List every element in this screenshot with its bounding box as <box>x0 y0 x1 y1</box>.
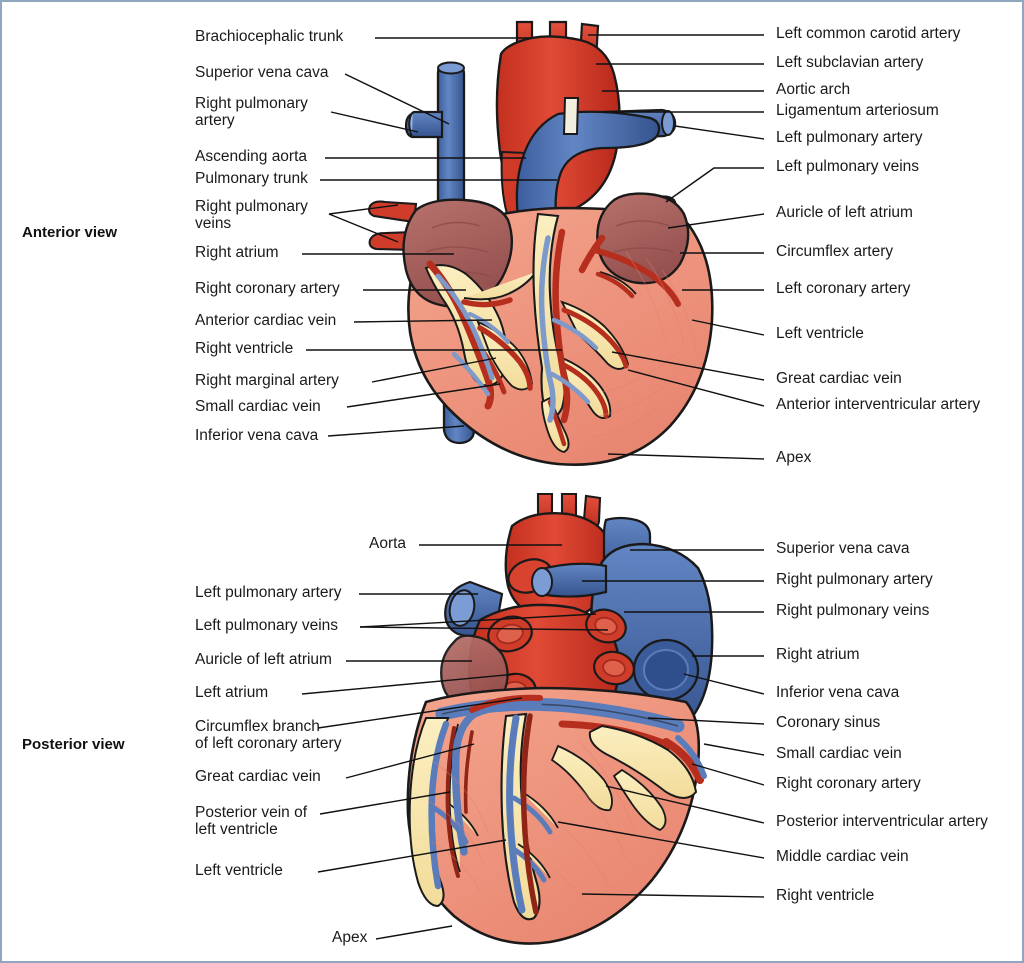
label-inferior-vena-cava: Inferior vena cava <box>195 427 319 444</box>
label-right-coronary-artery-post: Right coronary artery <box>776 775 921 792</box>
label-superior-vena-cava-post: Superior vena cava <box>776 540 910 557</box>
anterior-left-leaders <box>302 37 562 437</box>
label-right-ventricle: Right ventricle <box>195 340 294 357</box>
label-left-subclavian-artery: Left subclavian artery <box>776 54 924 71</box>
label-aorta: Aorta <box>369 535 407 552</box>
posterior-view-title: Posterior view <box>22 736 125 753</box>
label-coronary-sinus: Coronary sinus <box>776 714 881 731</box>
label-superior-vena-cava: Superior vena cava <box>195 64 329 81</box>
label-posterior-vein-left-ventricle: Posterior vein of left ventricle <box>195 804 307 838</box>
label-middle-cardiac-vein: Middle cardiac vein <box>776 848 909 865</box>
label-anterior-cardiac-vein: Anterior cardiac vein <box>195 312 337 329</box>
label-anterior-interventricular-artery: Anterior interventricular artery <box>776 396 981 413</box>
posterior-left-leaders <box>301 544 609 940</box>
label-ascending-aorta: Ascending aorta <box>195 148 308 165</box>
label-left-atrium: Left atrium <box>195 684 269 701</box>
label-circumflex-artery: Circumflex artery <box>776 243 894 260</box>
label-right-atrium: Right atrium <box>195 244 279 261</box>
label-right-pulmonary-veins-post: Right pulmonary veins <box>776 602 930 619</box>
label-apex-posterior: Apex <box>332 929 368 946</box>
posterior-right-leaders <box>557 549 765 898</box>
label-right-coronary-artery: Right coronary artery <box>195 280 340 297</box>
label-right-pulmonary-veins: Right pulmonary veins <box>195 198 308 232</box>
label-apex-anterior: Apex <box>776 449 812 466</box>
label-right-atrium-post: Right atrium <box>776 646 860 663</box>
label-ligamentum-arteriosum: Ligamentum arteriosum <box>776 102 939 119</box>
label-small-cardiac-vein-post: Small cardiac vein <box>776 745 902 762</box>
anterior-view-title: Anterior view <box>22 224 118 241</box>
label-inferior-vena-cava-post: Inferior vena cava <box>776 684 900 701</box>
label-pulmonary-trunk: Pulmonary trunk <box>195 170 308 187</box>
label-right-pulmonary-artery-post: Right pulmonary artery <box>776 571 933 588</box>
label-left-pulmonary-artery-post: Left pulmonary artery <box>195 584 342 601</box>
label-left-ventricle: Left ventricle <box>776 325 864 342</box>
label-brachiocephalic-trunk: Brachiocephalic trunk <box>195 28 344 45</box>
label-auricle-of-left-atrium-post: Auricle of left atrium <box>195 651 332 668</box>
label-left-pulmonary-artery: Left pulmonary artery <box>776 129 923 146</box>
anterior-heart-art <box>368 20 714 466</box>
label-small-cardiac-vein: Small cardiac vein <box>195 398 321 415</box>
label-right-pulmonary-artery: Right pulmonary artery <box>195 95 308 129</box>
label-aortic-arch: Aortic arch <box>776 81 851 98</box>
posterior-heart-art <box>406 492 714 945</box>
label-left-pulmonary-veins-post: Left pulmonary veins <box>195 617 339 634</box>
label-auricle-of-left-atrium: Auricle of left atrium <box>776 204 913 221</box>
label-left-common-carotid-artery: Left common carotid artery <box>776 25 961 42</box>
label-posterior-interventricular-artery: Posterior interventricular artery <box>776 813 988 830</box>
label-circumflex-branch-left-coronary: Circumflex branch of left coronary arter… <box>195 718 342 752</box>
label-left-pulmonary-veins: Left pulmonary veins <box>776 158 920 175</box>
label-right-ventricle-post: Right ventricle <box>776 887 875 904</box>
label-left-ventricle-post: Left ventricle <box>195 862 283 879</box>
label-great-cardiac-vein: Great cardiac vein <box>776 370 902 387</box>
anterior-right-leaders <box>588 34 765 460</box>
label-great-cardiac-vein-post: Great cardiac vein <box>195 768 321 785</box>
label-right-marginal-artery: Right marginal artery <box>195 372 339 389</box>
label-left-coronary-artery: Left coronary artery <box>776 280 911 297</box>
